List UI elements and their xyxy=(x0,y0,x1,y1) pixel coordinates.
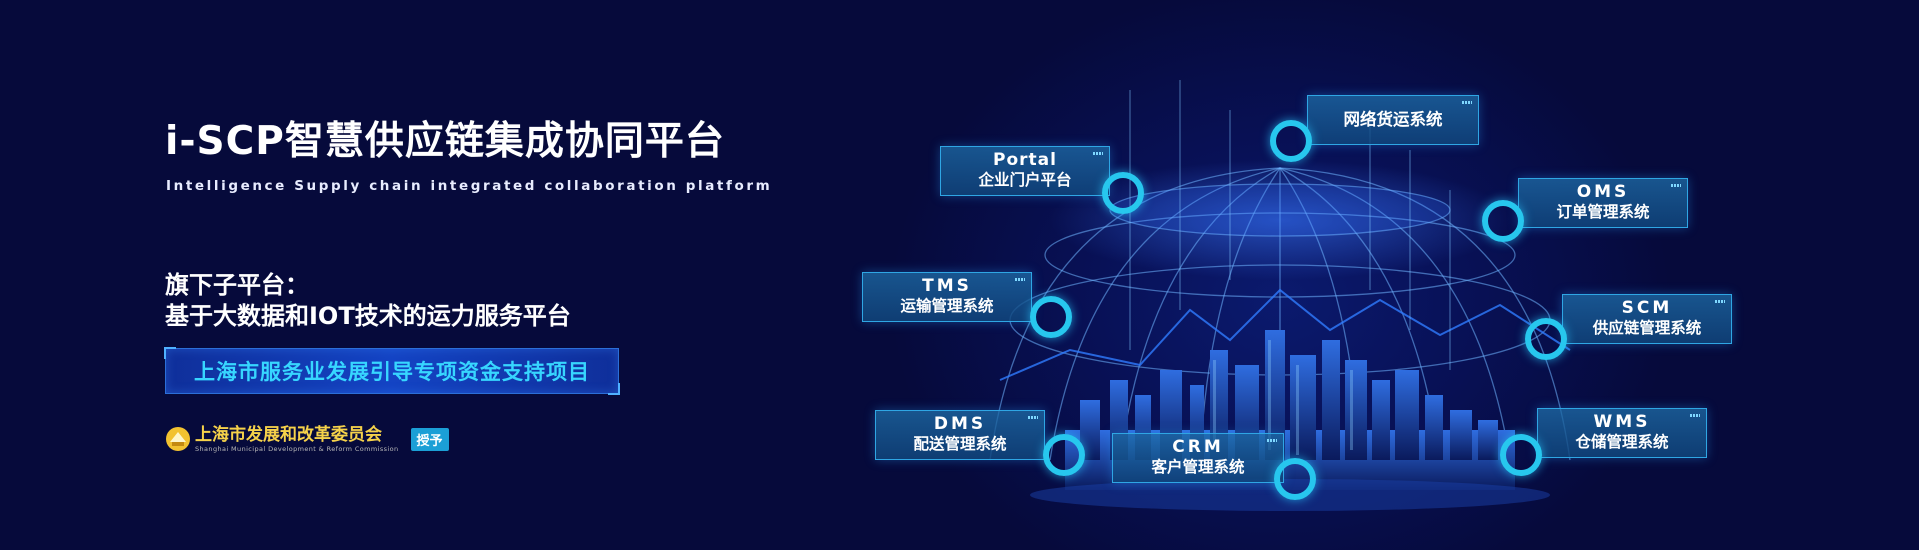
grant-badge: 授予 xyxy=(410,427,449,451)
system-code: SCM xyxy=(1621,298,1673,318)
system-code: WMS xyxy=(1593,412,1651,432)
ring-node-icon xyxy=(1030,296,1072,338)
sub-platform-heading: 旗下子平台： 基于大数据和IOT技术的运力服务平台 xyxy=(165,270,571,332)
ring-node-icon xyxy=(1274,458,1316,500)
grantor-name: 上海市发展和改革委员会 xyxy=(195,424,382,445)
shanghai-drc-emblem-icon xyxy=(166,427,190,451)
ring-node-icon xyxy=(1102,172,1144,214)
system-code: OMS xyxy=(1576,182,1630,202)
system-code: CRM xyxy=(1172,437,1224,457)
sub-heading-line-2: 基于大数据和IOT技术的运力服务平台 xyxy=(165,302,571,330)
ring-node-icon xyxy=(1525,318,1567,360)
system-card-tms: TMS 运输管理系统 xyxy=(862,272,1032,322)
system-card-wms: WMS 仓储管理系统 xyxy=(1537,408,1707,458)
ring-node-icon xyxy=(1482,200,1524,242)
grantor-english-name: Shanghai Municipal Development & Reform … xyxy=(195,444,399,453)
system-name: 订单管理系统 xyxy=(1556,203,1650,221)
system-name: 运输管理系统 xyxy=(900,297,994,315)
system-card-oms: OMS 订单管理系统 xyxy=(1518,178,1688,228)
system-code: TMS xyxy=(922,276,972,296)
system-name: 网络货运系统 xyxy=(1343,110,1443,129)
system-card-portal: Portal 企业门户平台 xyxy=(940,146,1110,196)
page-subtitle: Intelligence Supply chain integrated col… xyxy=(166,178,773,194)
system-code: Portal xyxy=(993,150,1057,170)
system-name: 仓储管理系统 xyxy=(1575,433,1669,451)
page-title: i-SCP智慧供应链集成协同平台 xyxy=(165,119,725,164)
ring-node-icon xyxy=(1270,120,1312,162)
system-name: 供应链管理系统 xyxy=(1592,319,1702,337)
system-card-dms: DMS 配送管理系统 xyxy=(875,410,1045,460)
system-card-crm: CRM 客户管理系统 xyxy=(1112,433,1284,483)
grantor-text: 上海市发展和改革委员会 Shanghai Municipal Developme… xyxy=(195,424,399,453)
grantor: 上海市发展和改革委员会 Shanghai Municipal Developme… xyxy=(165,424,449,454)
system-card-scm: SCM 供应链管理系统 xyxy=(1562,294,1732,344)
system-name: 客户管理系统 xyxy=(1151,458,1245,476)
system-name: 配送管理系统 xyxy=(913,435,1007,453)
project-label: 上海市服务业发展引导专项资金支持项目 xyxy=(194,360,590,384)
system-card-network: 网络货运系统 xyxy=(1307,95,1479,145)
system-code: DMS xyxy=(933,414,987,434)
ring-node-icon xyxy=(1500,434,1542,476)
system-name: 企业门户平台 xyxy=(978,171,1072,189)
ring-node-icon xyxy=(1043,434,1085,476)
corner-decoration xyxy=(164,347,176,359)
corner-decoration xyxy=(608,383,620,395)
project-support-badge: 上海市服务业发展引导专项资金支持项目 xyxy=(164,347,620,395)
sub-heading-line-1: 旗下子平台： xyxy=(165,271,309,299)
platform-dome-graphic: 网络货运系统 Portal 企业门户平台 OMS 订单管理系统 TMS 运输管理… xyxy=(850,50,1750,530)
